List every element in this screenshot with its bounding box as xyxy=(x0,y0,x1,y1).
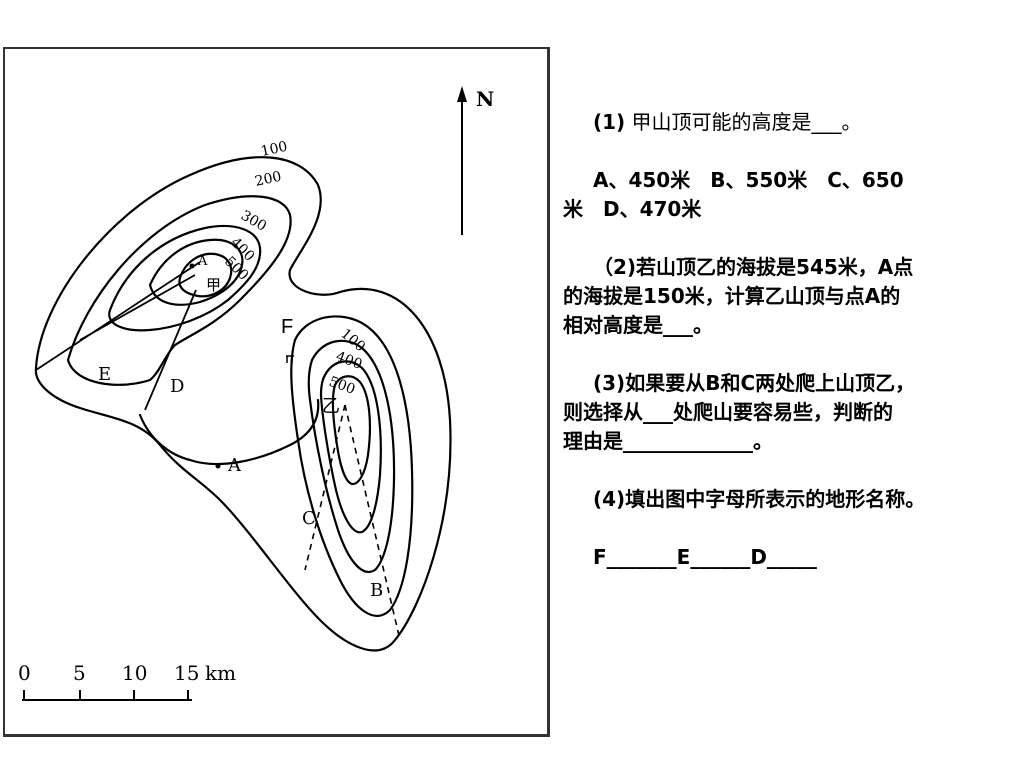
contour-200-left xyxy=(66,195,292,386)
question-2-line-2: 的海拔是150米，计算乙山顶与点A的 xyxy=(563,284,901,308)
question-4-line-1: (4)填出图中字母所表示的地形名称。 xyxy=(593,487,926,511)
question-4-line-2: F_______E______D_____ xyxy=(593,545,817,569)
point-label-d: D xyxy=(170,376,184,397)
question-1: (1) 甲山顶可能的高度是___。 xyxy=(593,110,862,134)
peak-dot-a xyxy=(189,263,195,269)
scale-unit: km xyxy=(205,661,236,685)
contour-label-100-left: 100 xyxy=(260,139,289,160)
point-label-a: A xyxy=(227,455,242,476)
contour-200-right xyxy=(307,339,396,573)
contour-300-left xyxy=(108,224,262,332)
contour-map-frame xyxy=(3,47,550,737)
contour-100-outer xyxy=(34,156,452,652)
point-label-f: F xyxy=(281,316,294,338)
peak-label-jia: 甲 xyxy=(206,276,221,294)
question-3-line-2: 则选择从___处爬山要容易些，判断的 xyxy=(563,400,893,424)
question-1-options-line-1: A、450米 B、550米 C、650 xyxy=(593,168,904,192)
scale-tick-0: 0 xyxy=(18,661,31,685)
scale-tick-5: 5 xyxy=(73,661,86,685)
contour-500-left xyxy=(178,252,233,298)
point-label-b: B xyxy=(370,580,383,601)
question-1-options-line-2: 米 D、470米 xyxy=(563,197,702,221)
question-3-line-3: 理由是_____________。 xyxy=(563,429,773,453)
contour-label-300-left: 300 xyxy=(238,208,269,235)
profile-line-2 xyxy=(79,274,196,341)
question-panel: (1) 甲山顶可能的高度是___。 A、450米 B、550米 C、650 米 … xyxy=(563,108,1013,572)
f-marker-icon xyxy=(286,355,294,363)
scale-tick-15: 15 xyxy=(174,661,199,685)
scale-tick-10: 10 xyxy=(122,661,147,685)
north-arrow-head xyxy=(457,86,467,102)
peak-label-yi: 乙 xyxy=(322,396,340,417)
contour-saddle xyxy=(138,398,320,466)
point-label-e: E xyxy=(98,364,111,385)
point-label-a-peak: A xyxy=(197,254,208,269)
north-label: N xyxy=(476,87,494,111)
question-3-line-1: (3)如果要从B和C两处爬上山顶乙， xyxy=(593,371,916,395)
ridge-line xyxy=(144,289,197,411)
contour-label-200-left: 200 xyxy=(254,169,283,190)
question-2-line-3: 相对高度是___。 xyxy=(563,313,713,337)
point-dot-a xyxy=(215,463,221,469)
contour-300-right xyxy=(319,360,382,534)
question-2-line-1: （2)若山顶乙的海拔是545米，A点 xyxy=(593,255,914,279)
point-label-c: C xyxy=(302,508,316,529)
contour-400-left xyxy=(148,238,244,306)
dashed-line-B xyxy=(344,404,401,641)
profile-line-1 xyxy=(35,261,201,371)
